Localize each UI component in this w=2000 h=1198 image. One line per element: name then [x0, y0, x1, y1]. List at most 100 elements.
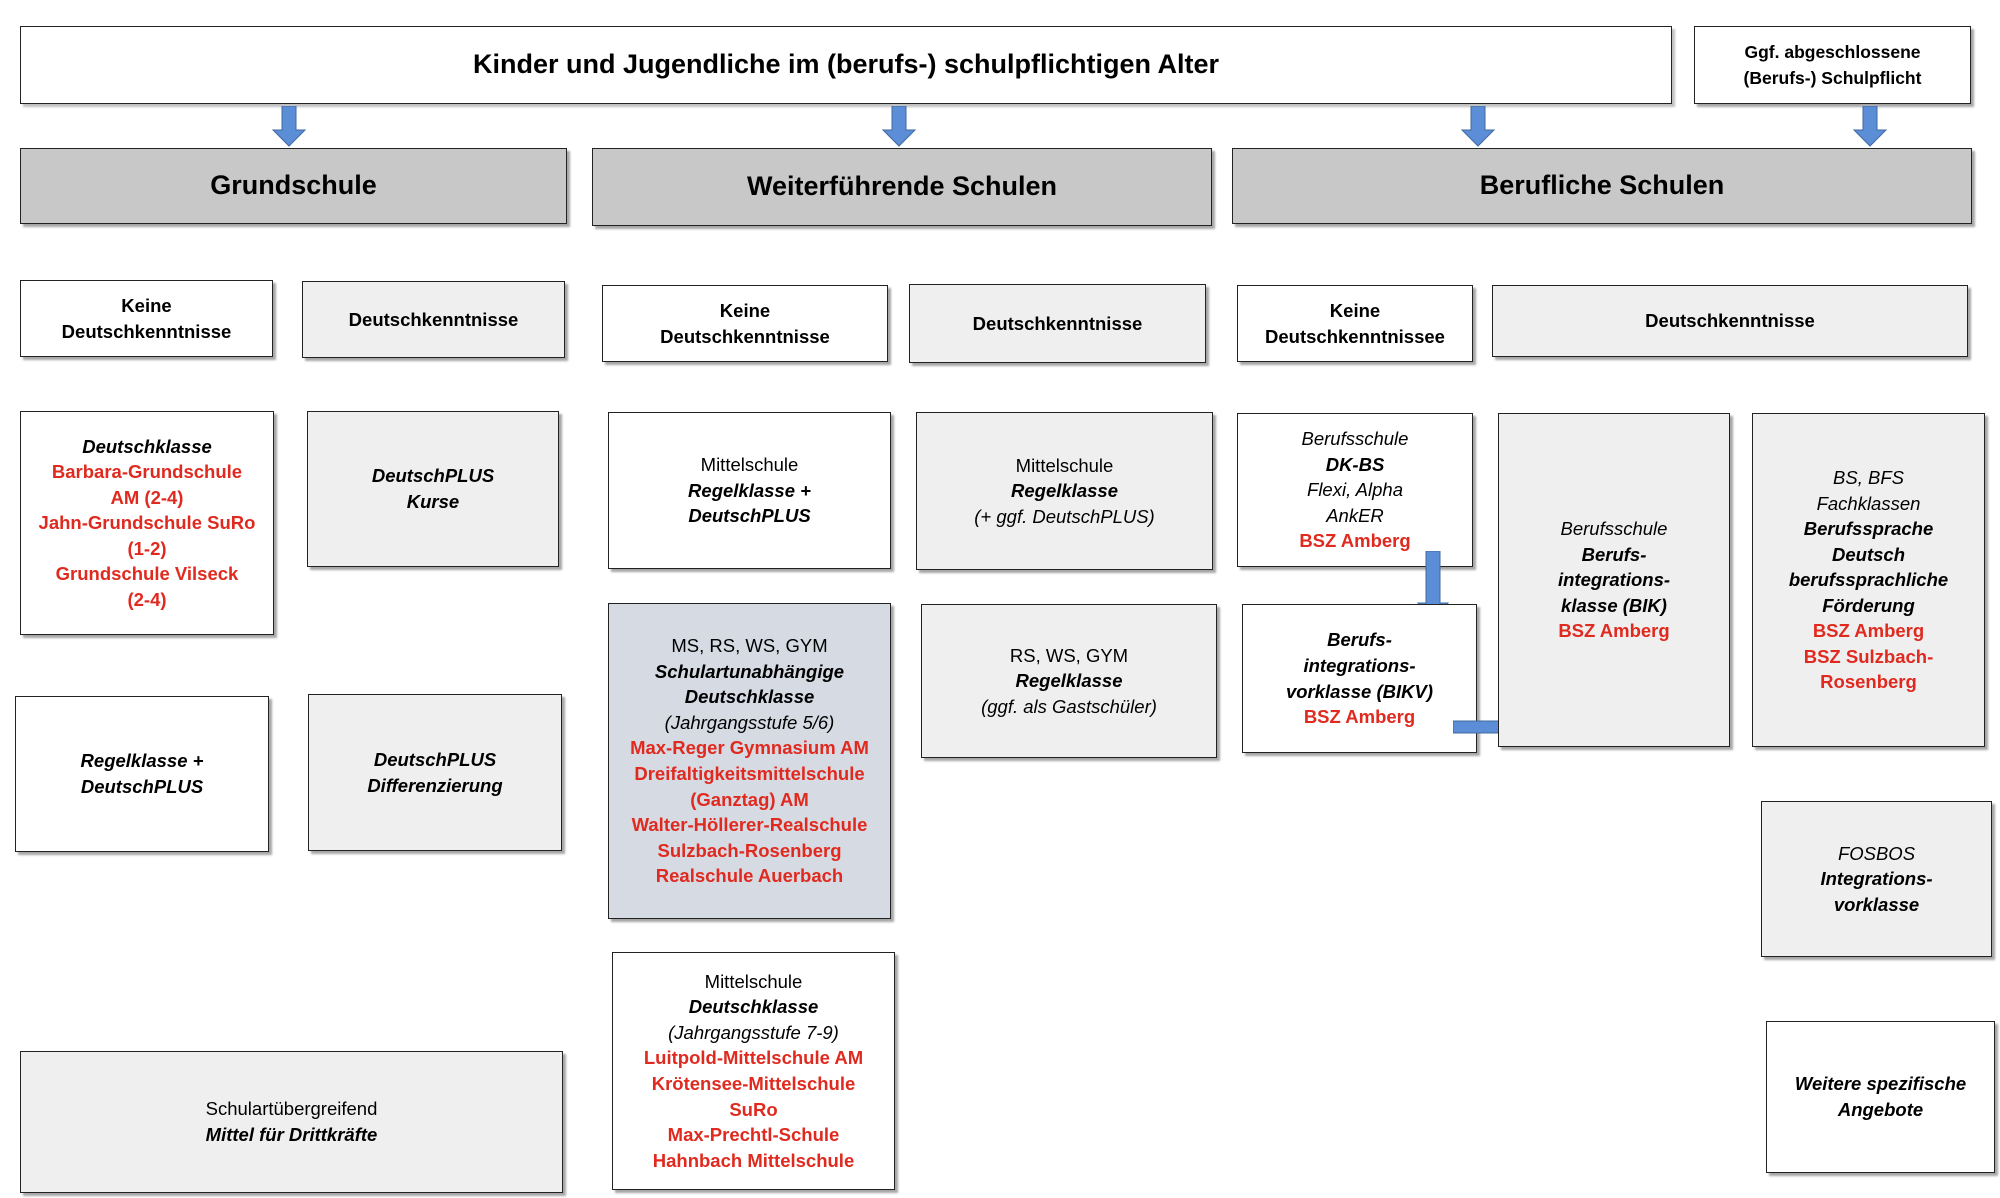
- gs-deutschkenntnisse: Deutschkenntnisse: [302, 281, 565, 358]
- bs-bikv-line2: integrations-: [1303, 654, 1416, 676]
- gs-deutschklasse-title: Deutschklasse: [82, 435, 212, 457]
- ws-mittelschule-deutschklasse: Mittelschule Deutschklasse (Jahrgangsstu…: [612, 952, 895, 1190]
- ws-rs-line1: RS, WS, GYM: [1009, 644, 1129, 666]
- gs-kurse-line2: Kurse: [406, 491, 460, 512]
- bs-bik-line3: integrations-: [1557, 569, 1671, 591]
- school-name: (Ganztag) AM: [690, 788, 809, 810]
- ws-schulartunabhaengige-deutschklasse: MS, RS, WS, GYM Schulartunabhängige Deut…: [608, 603, 891, 919]
- ws-keine-line1: Keine: [719, 299, 771, 321]
- school-name: SuRo: [729, 1098, 778, 1120]
- bs-fach-line5: berufssprachliche: [1788, 569, 1949, 591]
- gs-regelklasse-line2: DeutschPLUS: [80, 776, 204, 797]
- gs-regelklasse-line1: Regelklasse +: [80, 750, 204, 772]
- gs-keine-line1: Keine: [121, 294, 172, 316]
- ws-deutschkenntnisse: Deutschkenntnisse: [909, 284, 1206, 363]
- bs-fosbos-line2: Integrations-: [1820, 868, 1933, 890]
- gs-regelklasse: Regelklasse + DeutschPLUS: [15, 696, 269, 852]
- main-title-box: Kinder und Jugendliche im (berufs-) schu…: [20, 26, 1672, 104]
- bs-bik-box: Berufsschule Berufs- integrations- klass…: [1498, 413, 1730, 747]
- bs-fach-line4: Deutsch: [1832, 543, 1905, 565]
- gs-deutschklasse-box: Deutschklasse Barbara-Grundschule AM (2-…: [20, 411, 274, 635]
- school-name: Krötensee-Mittelschule: [651, 1073, 856, 1094]
- bs-fach-line2: Fachklassen: [1816, 492, 1921, 514]
- ws-rs-line2: Regelklasse: [1015, 670, 1123, 692]
- gs-deutschplus-differenzierung: DeutschPLUS Differenzierung: [308, 694, 562, 851]
- school-name: Dreifaltigkeitsmittelschule: [634, 763, 865, 784]
- ws-ms-line2: Regelklasse +: [688, 479, 811, 501]
- ws-ms-line1: Mittelschule: [700, 454, 799, 476]
- bs-bikv-box: Berufs- integrations- vorklasse (BIKV) B…: [1242, 604, 1477, 753]
- school-name: BSZ Amberg: [1303, 706, 1416, 728]
- bs-bikv-line1: Berufs-: [1327, 629, 1392, 651]
- ws-mittelschule-regelklasse-deutschplus: Mittelschule Regelklasse + DeutschPLUS: [608, 412, 891, 569]
- ws-keine-deutschkenntnisse: Keine Deutschkenntnisse: [602, 285, 888, 362]
- bs-fach-line6: Förderung: [1822, 594, 1915, 616]
- arrow-down-icon: [881, 106, 917, 147]
- gs-keine-deutschkenntnisse: Keine Deutschkenntnisse: [20, 280, 273, 357]
- schulartuebergreifend-box: Schulartübergreifend Mittel für Drittkrä…: [20, 1051, 563, 1193]
- schulpflicht-line2: (Berufs-) Schulpflicht: [1743, 68, 1922, 88]
- bs-weitere-line1: Weitere spezifische: [1794, 1073, 1967, 1095]
- ws-ms2-line2: Regelklasse: [1011, 480, 1118, 502]
- bs-bik-line2: Berufs-: [1581, 543, 1647, 565]
- school-name: Max-Prechtl-Schule: [667, 1124, 840, 1146]
- bs-dkbs-line1: Berufsschule: [1301, 428, 1409, 450]
- school-name: BSZ Sulzbach-: [1803, 645, 1934, 667]
- ws-keine-line2: Deutschkenntnisse: [660, 325, 830, 347]
- gs-deutsch-label: Deutschkenntnisse: [348, 308, 519, 330]
- school-name: Max-Reger Gymnasium AM: [630, 737, 869, 759]
- schulart-line2: Mittel für Drittkräfte: [205, 1124, 378, 1145]
- bs-fosbos-line1: FOSBOS: [1837, 842, 1916, 864]
- schulart-line1: Schulartübergreifend: [205, 1098, 378, 1120]
- bs-fachklassen-box: BS, BFS Fachklassen Berufssprache Deutsc…: [1752, 413, 1985, 747]
- school-name: (1-2): [127, 537, 167, 559]
- bs-fach-line3: Berufssprache: [1803, 518, 1934, 540]
- gs-diff-line2: Differenzierung: [367, 774, 503, 796]
- bs-weitere-angebote: Weitere spezifische Angebote: [1766, 1021, 1995, 1173]
- gs-diff-line1: DeutschPLUS: [373, 748, 497, 770]
- gs-keine-line2: Deutschkenntnisse: [61, 320, 232, 342]
- schulpflicht-line1: Ggf. abgeschlossene: [1744, 41, 1921, 62]
- school-name: Walter-Höllerer-Realschule: [631, 814, 868, 836]
- school-name: Barbara-Grundschule: [51, 461, 243, 483]
- main-title: Kinder und Jugendliche im (berufs-) schu…: [472, 49, 1220, 80]
- bs-deutschkenntnisse: Deutschkenntnisse: [1492, 285, 1968, 357]
- bs-fosbos-box: FOSBOS Integrations- vorklasse: [1761, 801, 1992, 957]
- ws-ms2-line1: Mittelschule: [1015, 454, 1114, 476]
- bs-keine-deutschkenntnisse: Keine Deutschkenntnissee: [1237, 285, 1473, 362]
- ws-msdk-line3: (Jahrgangsstufe 7-9): [668, 1021, 839, 1043]
- gs-kurse-line1: DeutschPLUS: [371, 465, 495, 487]
- bs-dkbs-line3: Flexi, Alpha: [1307, 479, 1403, 501]
- header-grundschule: Grundschule: [20, 148, 567, 224]
- ws-rs-ws-gym-regelklasse: RS, WS, GYM Regelklasse (ggf. als Gastsc…: [921, 604, 1217, 758]
- bs-keine-line2: Deutschkenntnissee: [1265, 325, 1445, 347]
- gs-deutschplus-kurse: DeutschPLUS Kurse: [307, 411, 559, 567]
- header-grundschule-label: Grundschule: [210, 170, 377, 201]
- school-name: BSZ Amberg: [1558, 620, 1670, 642]
- bs-fach-line1: BS, BFS: [1833, 467, 1904, 489]
- bs-dkbs-line4: AnkER: [1326, 504, 1384, 526]
- bs-dk-bs-box: Berufsschule DK-BS Flexi, Alpha AnkER BS…: [1237, 413, 1473, 567]
- bs-weitere-line2: Angebote: [1837, 1099, 1924, 1120]
- ws-mittelschule-regelklasse: Mittelschule Regelklasse (+ ggf. Deutsch…: [916, 412, 1213, 570]
- school-name: Realschule Auerbach: [655, 865, 844, 887]
- school-name: (2-4): [127, 588, 167, 610]
- header-berufliche-schulen: Berufliche Schulen: [1232, 148, 1972, 224]
- school-name: Luitpold-Mittelschule AM: [643, 1047, 864, 1069]
- arrow-down-icon: [1460, 106, 1496, 147]
- ws-rs-line3: (ggf. als Gastschüler): [981, 695, 1157, 717]
- ws-deutsch-label: Deutschkenntnisse: [972, 312, 1143, 334]
- bs-keine-line1: Keine: [1329, 299, 1381, 321]
- ws-msdk-line2: Deutschklasse: [688, 996, 819, 1018]
- header-weiterfuehrende-schulen: Weiterführende Schulen: [592, 148, 1212, 226]
- bs-deutsch-label: Deutschkenntnisse: [1645, 310, 1815, 332]
- bs-bikv-line3: vorklasse (BIKV): [1285, 680, 1434, 702]
- schulpflicht-box: Ggf. abgeschlossene (Berufs-) Schulpflic…: [1694, 26, 1971, 104]
- ws-ms-line3: DeutschPLUS: [688, 505, 811, 527]
- arrow-down-icon: [1852, 106, 1888, 147]
- ws-unab-line2: Schulartunabhängige: [654, 660, 845, 682]
- bs-dkbs-line2: DK-BS: [1325, 453, 1385, 475]
- school-name: Rosenberg: [1820, 671, 1917, 693]
- school-name: Sulzbach-Rosenberg: [657, 839, 842, 861]
- school-name: Hahnbach Mittelschule: [652, 1149, 855, 1171]
